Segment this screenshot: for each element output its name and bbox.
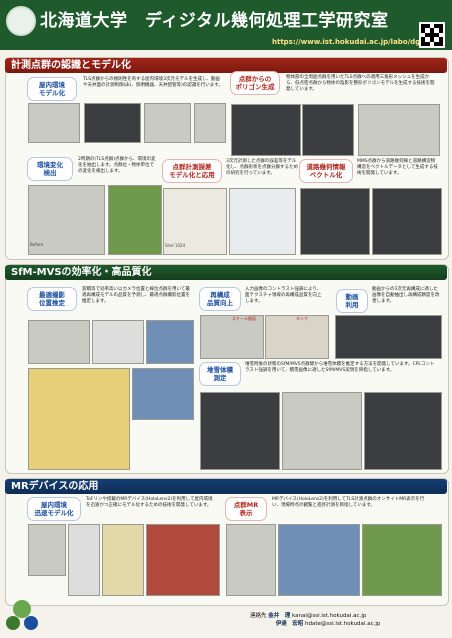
topic-text: 物体部の全周囲点群を用いたTLS点群への適用三角形メッシュを生成から、低点密点群… [286, 75, 435, 92]
image-camera-pose [92, 320, 144, 364]
contact-email[interactable]: hdate@ssi.ist.hokudai.ac.jp [305, 621, 381, 627]
contact-block: 連絡先 金井 理 kanai@ssi.ist.hokudai.ac.jp 伊達 … [250, 612, 380, 628]
page-title: 北海道大学 ディジタル幾何処理工学研究室 [40, 11, 389, 31]
image-floor [102, 524, 144, 596]
caption: Shel 1024 [165, 243, 186, 248]
image-heatmap [28, 368, 130, 470]
topic-text: 動画からの3次元再構成に適した画像を自動抽出し再構成精度を改善します。 [372, 287, 440, 304]
image-error-chart [163, 188, 227, 255]
topic-text: MRデバイス(HoloLens2)を利用してTLS計測点群のオンサイトMR表示を… [272, 497, 425, 508]
dgp-leaf-logo [6, 600, 38, 630]
contact-name: 伊達 宏昭 [275, 621, 304, 627]
topic-text: 2時期の(TLS点群)点群から、環境の変化を抽出します。点群位・物体単位での変化… [78, 157, 156, 174]
image-estimated-position [146, 320, 194, 364]
image-video-frames [335, 315, 442, 359]
qr-code-icon [419, 22, 445, 48]
image-error-plot [229, 188, 296, 255]
topic-label: 屋内環境モデル化 [28, 78, 76, 100]
topic-text: MMS点群から道路幾何線と道路構造物構造をベクトルデータとして生成する技術を開発… [357, 159, 438, 176]
image-change-result [108, 185, 162, 255]
section-heading: MRデバイスの応用 [5, 479, 447, 494]
caption: Before [30, 242, 44, 247]
topic-label: 屋内環境迅速モデル化 [28, 498, 80, 520]
contact-name: 金井 理 [268, 613, 291, 619]
university-logo [6, 6, 36, 36]
image-mesh-a [231, 104, 301, 156]
image-road-vector [372, 188, 442, 255]
image-mr-view [362, 524, 442, 596]
caption: スチール階段 [232, 316, 256, 321]
image-camera-scene [28, 320, 90, 364]
lab-url[interactable]: https://www.ist.hokudai.ac.jp/labo/dgp [272, 38, 426, 46]
topic-label: 点群計測誤差モデル化と応用 [163, 160, 221, 182]
contact-label: 連絡先 [250, 613, 267, 619]
topic-text: 入力画像のコントラスト強調により、面テクスチャ領域の再構成品質を向上します。 [245, 287, 322, 304]
topic-label: 道路幾何情報ベクトル化 [300, 160, 352, 182]
image-snow-cloud [282, 392, 362, 470]
image-tank [265, 315, 329, 359]
topic-label: 最適撮影位置推定 [28, 288, 76, 310]
image-hololens-user [28, 524, 66, 576]
image-snow-before [200, 392, 280, 470]
image-plane-extract [144, 103, 191, 143]
image-mr-cloud [278, 524, 360, 596]
image-indoor-room [28, 103, 80, 143]
section-heading: 計測点群の認識とモデル化 [5, 58, 447, 73]
header-banner: 北海道大学 ディジタル幾何処理工学研究室 https://www.ist.hok… [0, 0, 452, 50]
image-room [68, 524, 100, 596]
image-snow-after [364, 392, 442, 470]
topic-text: 堆雪時後の状態のSfM/MVS点群間から堆雪体積を推定する方法を開発しています。… [245, 362, 435, 373]
image-change-detection [28, 185, 105, 255]
caption: タンク [296, 316, 308, 321]
contact-email[interactable]: kanai@ssi.ist.hokudai.ac.jp [292, 613, 367, 619]
image-model [194, 103, 226, 143]
topic-text: TLS点群からの規則性を有する屋内環境3次元モデルを生成し、動画や天井面の計測制… [83, 77, 223, 88]
topic-text: ToFリンや搭載のMRデバイス(HoloLens2)を利用して屋内環境を迅速かつ… [86, 497, 213, 508]
topic-text: 容積等で効率高い以カメラ位置と線位点群を用いて最適再構成モデルの品質を予測し、最… [82, 287, 190, 304]
topic-label: 再構成品質向上 [200, 288, 240, 310]
image-road-cloud [300, 188, 370, 255]
topic-label: 動画利用 [337, 290, 367, 312]
topic-text: 3次元計測した点群の誤差等をデル化し、点群形状を点群分群するための研究を行ってい… [226, 159, 298, 176]
image-model [146, 524, 220, 596]
image-point-cloud [84, 103, 141, 143]
topic-label: 堆雪体積測定 [200, 363, 240, 385]
topic-label: 環境変化検出 [28, 158, 72, 180]
topic-label: 点群からのポリゴン生成 [231, 72, 279, 94]
image-mesh-b [302, 104, 354, 156]
image-steel-stairs [200, 315, 264, 359]
image-mesh-c [358, 104, 440, 156]
image-reconstruction [132, 368, 194, 420]
image-mr-user [226, 524, 276, 596]
section-heading: SfM-MVSの効率化・高品質化 [5, 265, 447, 280]
